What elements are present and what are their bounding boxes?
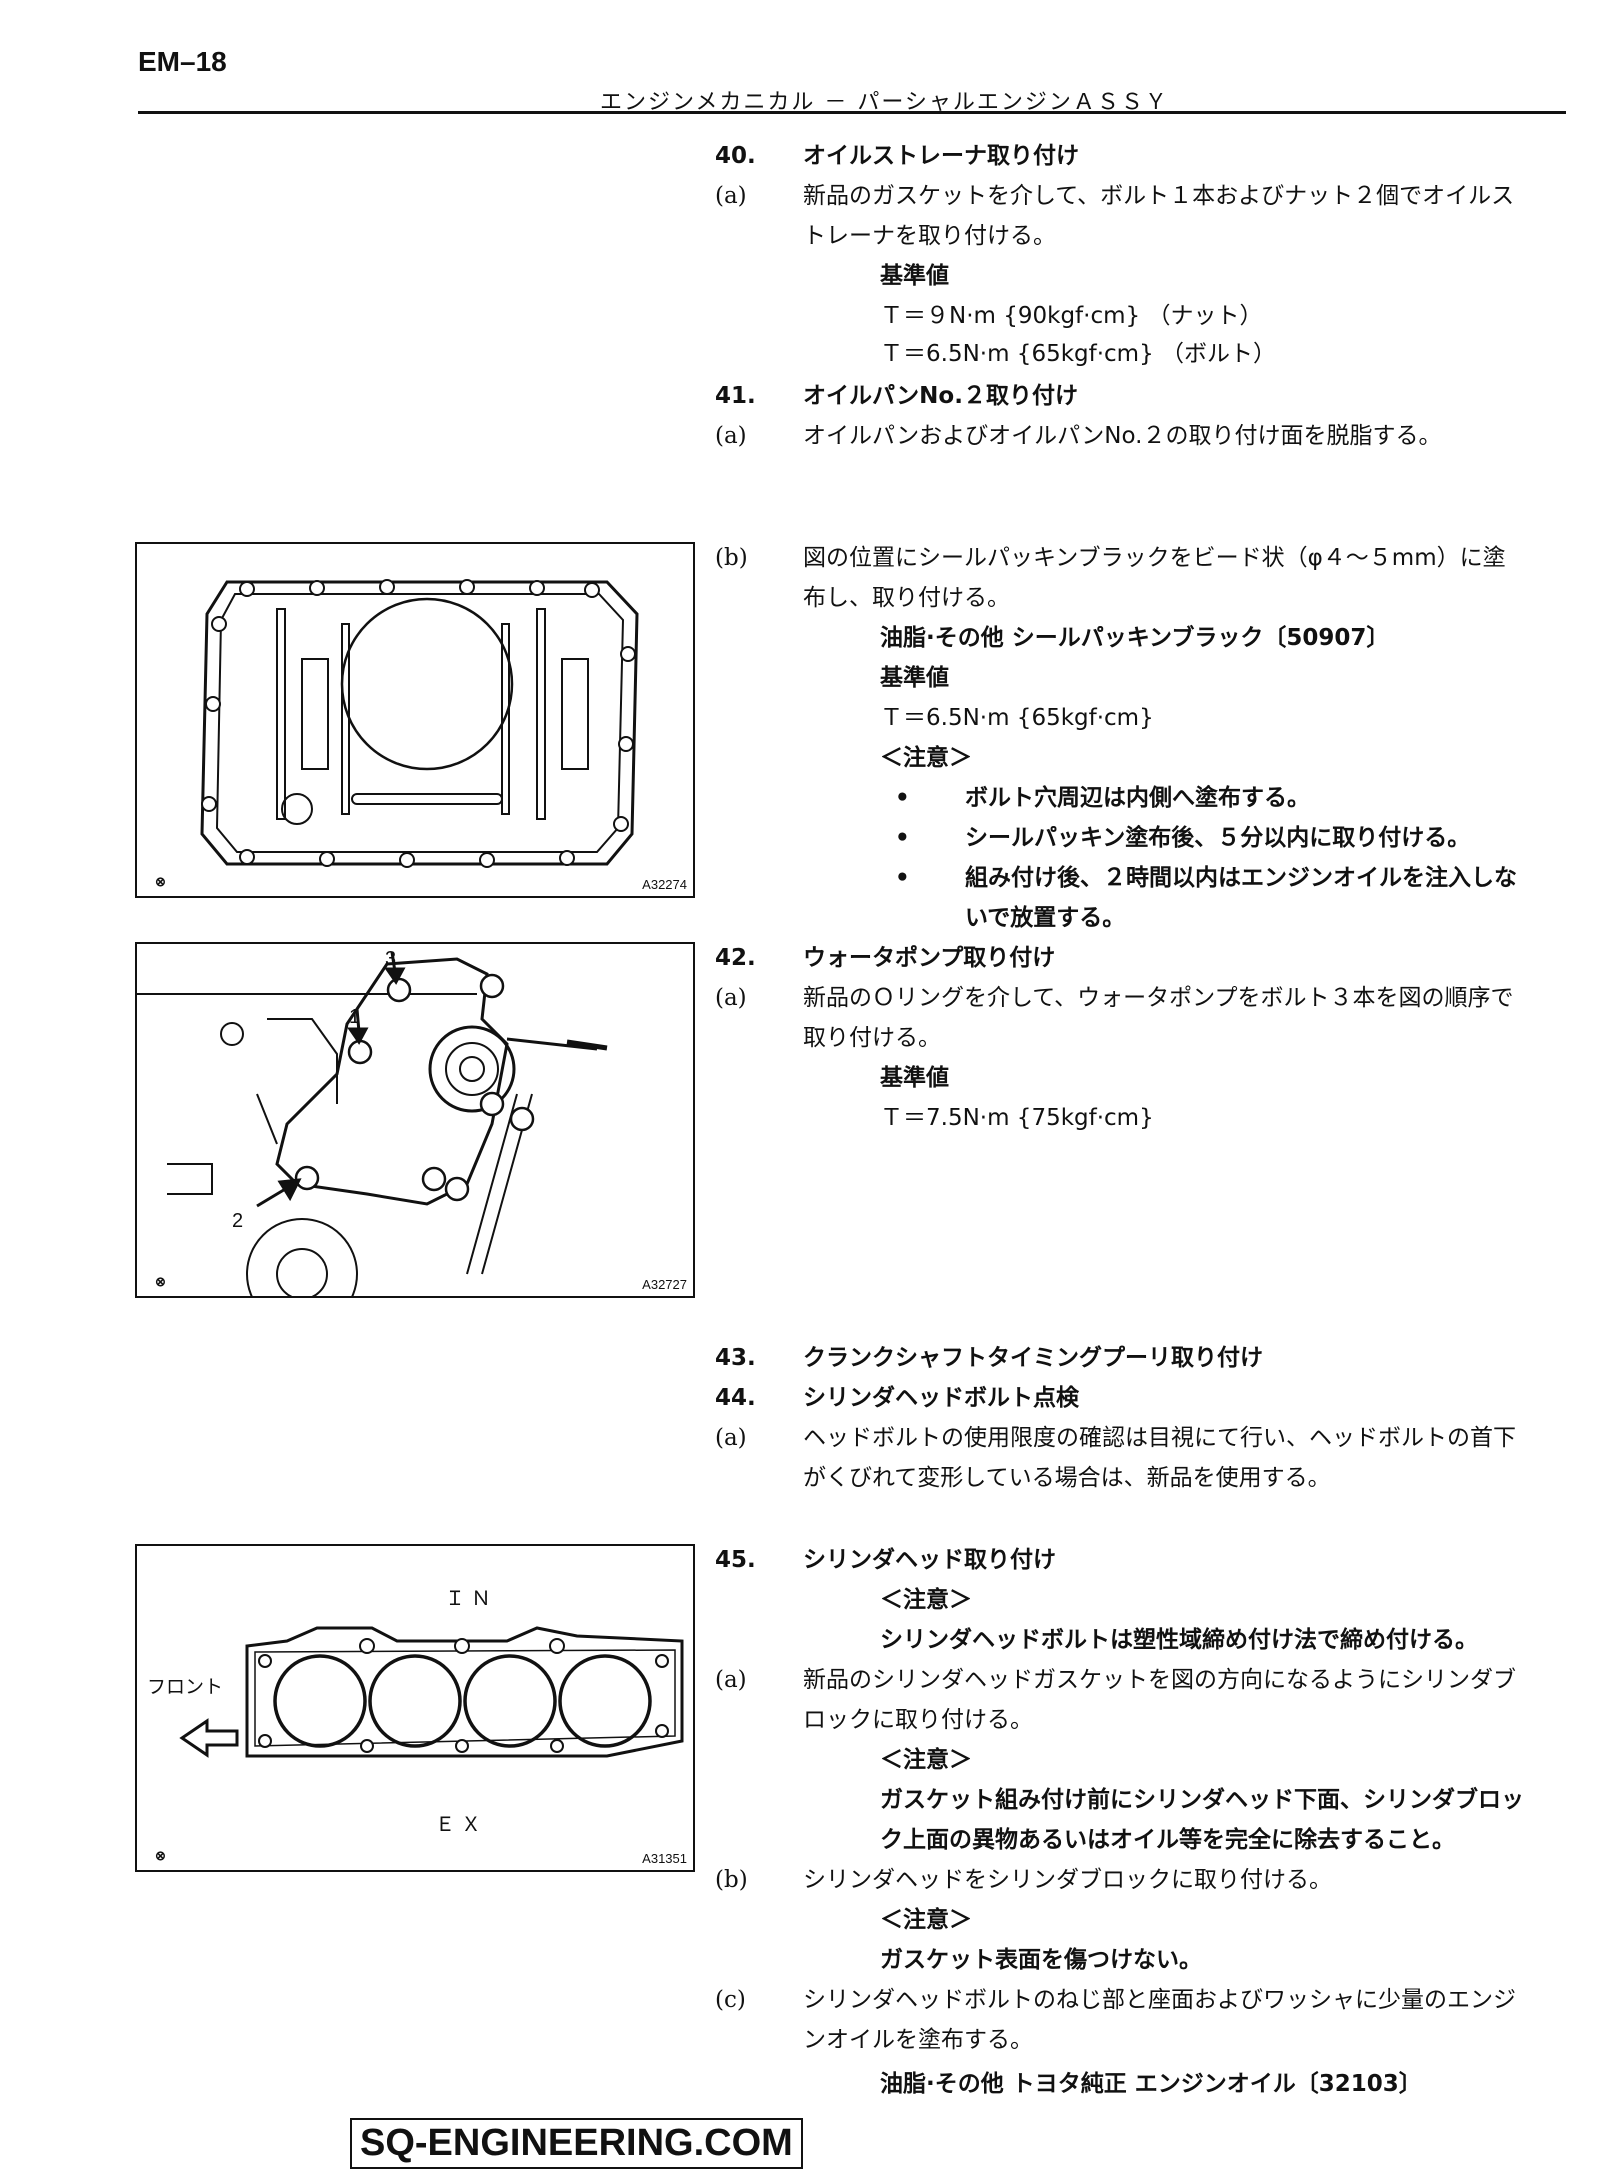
bolt-order-label-2: 2 <box>232 1210 244 1232</box>
item-text: 図の位置にシールパッキンブラックをビード状（φ４～５mm）に塗 <box>803 545 1506 571</box>
step-title: オイルパンNo.２取り付け <box>803 383 1078 409</box>
bullet-text: シールパッキン塗布後、５分以内に取り付ける。 <box>965 825 1471 851</box>
item-label: (a) <box>715 985 747 1011</box>
item-label: (a) <box>715 1425 747 1451</box>
header-rule <box>138 111 1566 114</box>
bullet-icon: • <box>895 865 910 891</box>
page-number: EM–18 <box>138 46 227 77</box>
step-title: ウォータポンプ取り付け <box>803 945 1056 971</box>
item-label: (a) <box>715 1667 747 1693</box>
step-number: 45. <box>715 1547 756 1573</box>
figure-mark: ⊗ <box>155 1848 166 1863</box>
item-label: (a) <box>715 423 747 449</box>
item-text: シリンダヘッドボルトのねじ部と座面およびワッシャに少量のエンジ <box>803 1987 1516 2013</box>
bullet-text: ボルト穴周辺は内側へ塗布する。 <box>965 785 1310 811</box>
bullet-text: いで放置する。 <box>965 905 1126 931</box>
figure-mark: ⊗ <box>155 1274 166 1289</box>
item-text: ンオイルを塗布する。 <box>803 2027 1033 2053</box>
item-label: (c) <box>715 1987 746 2013</box>
torque-value: Ｔ＝6.5N·m {65kgf·cm} <box>880 705 1154 731</box>
torque-value: Ｔ＝９N·m {90kgf·cm} （ナット） <box>880 303 1263 329</box>
water-pump-drawing <box>137 951 608 1296</box>
item-label: (b) <box>715 545 748 571</box>
caution-text: ガスケット組み付け前にシリンダヘッド下面、シリンダブロッ <box>880 1787 1524 1813</box>
caution-label: ＜注意＞ <box>880 745 972 771</box>
item-text: トレーナを取り付ける。 <box>803 223 1056 249</box>
bullet-text: 組み付け後、２時間以内はエンジンオイルを注入しな <box>965 865 1517 891</box>
torque-value: Ｔ＝7.5N·m {75kgf·cm} <box>880 1105 1154 1131</box>
item-text: 布し、取り付ける。 <box>803 585 1010 611</box>
step-title: シリンダヘッド取り付け <box>803 1547 1056 1573</box>
item-label: (b) <box>715 1867 748 1893</box>
item-text: 新品のシリンダヘッドガスケットを図の方向になるようにシリンダブ <box>803 1667 1516 1693</box>
item-text: 新品のガスケットを介して、ボルト１本およびナット２個でオイルス <box>803 183 1515 209</box>
bolt-order-label-1: 1 <box>349 1006 361 1028</box>
site-footer: SQ-ENGINEERING.COM <box>350 2118 803 2169</box>
item-text: がくびれて変形している場合は、新品を使用する。 <box>803 1465 1331 1491</box>
caution-text: シリンダヘッドボルトは塑性域締め付け法で締め付ける。 <box>880 1627 1478 1653</box>
step-number: 43. <box>715 1345 756 1371</box>
section-header: エンジンメカニカル － パーシャルエンジンＡＳＳＹ <box>600 90 1169 115</box>
item-text: ロックに取り付ける。 <box>803 1707 1033 1733</box>
figure-code: A32727 <box>642 1277 687 1292</box>
item-text: オイルパンおよびオイルパンNo.２の取り付け面を脱脂する。 <box>803 423 1442 449</box>
item-text: シリンダヘッドをシリンダブロックに取り付ける。 <box>803 1867 1332 1893</box>
caution-text: ク上面の異物あるいはオイル等を完全に除去すること。 <box>880 1827 1455 1853</box>
step-number: 44. <box>715 1385 756 1411</box>
item-label: (a) <box>715 183 747 209</box>
material-spec: 油脂·その他 トヨタ純正 エンジンオイル〔32103〕 <box>880 2071 1422 2097</box>
step-number: 42. <box>715 945 756 971</box>
spec-label: 基準値 <box>880 665 949 691</box>
figure-oil-pan: ⊗ A32274 <box>135 542 695 898</box>
bolt-order-label-3: 3 <box>385 948 397 970</box>
caution-label: ＜注意＞ <box>880 1587 972 1613</box>
figure-code: A31351 <box>642 1851 687 1866</box>
item-text: ヘッドボルトの使用限度の確認は目視にて行い、ヘッドボルトの首下 <box>803 1425 1516 1451</box>
spec-label: 基準値 <box>880 1065 949 1091</box>
oil-pan-drawing <box>200 579 639 868</box>
step-title: シリンダヘッドボルト点検 <box>803 1385 1079 1411</box>
step-number: 40. <box>715 143 756 169</box>
caution-label: ＜注意＞ <box>880 1907 972 1933</box>
front-direction-label: フロント <box>147 1677 224 1698</box>
spec-label: 基準値 <box>880 263 949 289</box>
step-title: クランクシャフトタイミングプーリ取り付け <box>803 1345 1263 1371</box>
step-number: 41. <box>715 383 756 409</box>
figure-mark: ⊗ <box>155 874 166 889</box>
intake-side-label: ＩＮ <box>445 1588 497 1610</box>
figure-head-gasket: ＩＮ ＥＸ フロント ⊗ A31351 <box>135 1544 695 1872</box>
exhaust-side-label: ＥＸ <box>435 1814 487 1836</box>
caution-text: ガスケット表面を傷つけない。 <box>880 1947 1202 1973</box>
head-gasket-drawing <box>179 1626 684 1758</box>
figure-water-pump: 3 1 2 ⊗ A32727 <box>135 942 695 1298</box>
material-spec: 油脂·その他 シールパッキンブラック〔50907〕 <box>880 625 1390 651</box>
step-title: オイルストレーナ取り付け <box>803 143 1079 169</box>
item-text: 新品のＯリングを介して、ウォータポンプをボルト３本を図の順序で <box>803 985 1514 1011</box>
bullet-icon: • <box>895 825 910 851</box>
item-text: 取り付ける。 <box>803 1025 941 1051</box>
bullet-icon: • <box>895 785 910 811</box>
torque-value: Ｔ＝6.5N·m {65kgf·cm} （ボルト） <box>880 341 1277 367</box>
caution-label: ＜注意＞ <box>880 1747 972 1773</box>
figure-code: A32274 <box>642 877 687 892</box>
